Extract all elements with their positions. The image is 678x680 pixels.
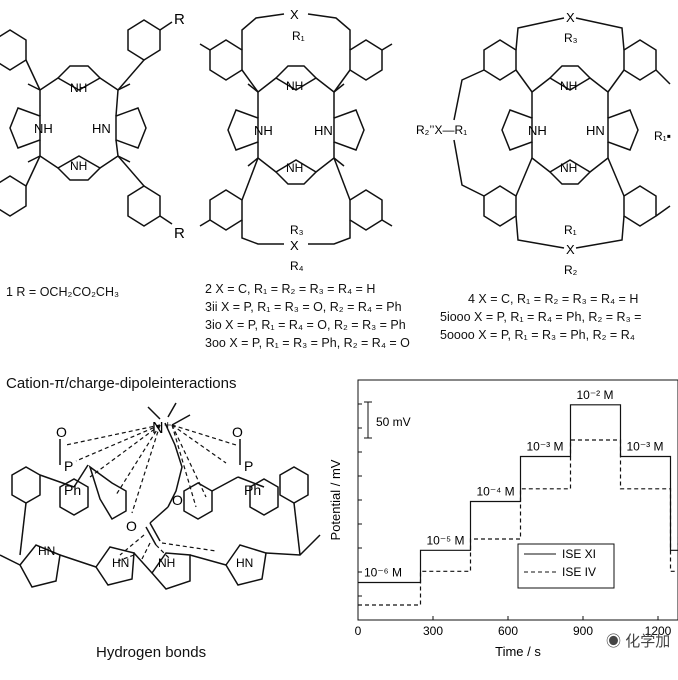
x-tick-label: 600 [498, 624, 518, 638]
nh-label-left: NH [34, 121, 53, 136]
x-top-4: X [566, 10, 575, 25]
p-left: P [64, 458, 73, 474]
nh-label-bottom: NH [70, 159, 87, 173]
y-axis-label: Potential / mV [328, 459, 343, 540]
caption-1: 1 R = OCH₂CO₂CH₃ [6, 285, 120, 299]
r-substituent-top: R [174, 11, 185, 28]
x-tick-label: 0 [355, 624, 362, 638]
caption-3io: 3io X = P, R₁ = R₄ = O, R₂ = R₃ = Ph [205, 318, 406, 332]
concentration-label: 10⁻² M [577, 388, 614, 402]
captions-2-3: 2 X = C, R₁ = R₂ = R₃ = R₄ = H 3ii X = P… [205, 280, 410, 352]
caption-5oooo: 5oooo X = P, R₁ = R₃ = Ph, R₂ = R₄ [440, 328, 635, 342]
potential-time-chart: 0 300 600 900 1200 50 mV 10⁻⁶ M 10⁻⁵ M 10⁻⁴ M 10⁻… [328, 379, 678, 659]
left-bridge-label: R₂’’X—R₁ [416, 123, 467, 137]
nh-bottom: NH [286, 161, 303, 175]
r2-bottom-4: R₂ [564, 263, 578, 277]
p-right: P [244, 458, 253, 474]
nh-complex-3: NH [158, 556, 175, 570]
x-tick-label: 900 [573, 624, 593, 638]
series-line-1 [358, 404, 678, 584]
carbonyl-o: O [126, 518, 137, 534]
hydrogen-bonds-caption: Hydrogen bonds [96, 644, 207, 661]
hn-complex-4: HN [236, 556, 253, 570]
host-guest-complex: N⁺ P P O O Ph Ph O O HN HN NH HN [0, 402, 321, 590]
right-bridge-label: R₁▪ [654, 129, 671, 143]
nh-label-top: NH [70, 81, 87, 95]
ph-right: Ph [244, 482, 261, 498]
captions-4-5: 4 X = C, R₁ = R₂ = R₃ = R₄ = H 5iooo X =… [440, 290, 641, 344]
r-substituent-bottom: R [174, 225, 185, 242]
legend-label: ISE XI [562, 547, 596, 561]
ph-left: Ph [64, 482, 81, 498]
r1-bottom-4: R₁ [564, 223, 577, 237]
hn-label-right: HN [92, 121, 111, 136]
r3-bottom: R₃ [290, 223, 304, 237]
nh-top: NH [286, 79, 303, 93]
wechat-icon: ◉ [606, 633, 622, 650]
ammonium-label: N⁺ [152, 420, 172, 437]
caption-2: 2 X = C, R₁ = R₂ = R₃ = R₄ = H [205, 282, 376, 296]
caption-3oo: 3oo X = P, R₁ = R₃ = Ph, R₂ = R₄ = O [205, 336, 410, 350]
watermark: ◉ 化学加 [606, 630, 670, 651]
concentration-label: 10⁻³ M [627, 440, 664, 454]
hn-right-4: HN [586, 123, 605, 138]
concentration-label: 10⁻⁵ M [427, 533, 465, 547]
x-bottom-4: X [566, 242, 575, 257]
x-tick-label: 1200 [645, 624, 672, 638]
hn-complex-2: HN [112, 556, 129, 570]
caption-5iooo: 5iooo X = P, R₁ = R₄ = Ph, R₂ = R₃ = [440, 310, 642, 324]
concentration-label: 10⁻⁵ M [677, 533, 678, 547]
x-bottom: X [290, 238, 299, 253]
nh-top-4: NH [560, 79, 577, 93]
scalebar-label: 50 mV [376, 415, 411, 429]
nh-bottom-4: NH [560, 161, 577, 175]
cation-pi-caption: Cation-π/charge-dipoleinteractions [6, 375, 237, 392]
concentration-label: 10⁻³ M [527, 440, 564, 454]
x-top: X [290, 7, 299, 22]
r4-bottom: R₄ [290, 259, 304, 273]
ether-o: O [172, 492, 183, 508]
hn-right: HN [314, 123, 333, 138]
o-right: O [232, 424, 243, 440]
concentration-label: 10⁻⁶ M [364, 566, 402, 580]
r1-top: R₁ [292, 29, 305, 43]
concentration-label: 10⁻⁴ M [477, 485, 515, 499]
nh-left-4: NH [528, 123, 547, 138]
calixpyrrole-2-structure: X R₁ R₃ X R₄ NH NH NH HN [199, 7, 393, 273]
o-left: O [56, 424, 67, 440]
nh-left: NH [254, 123, 273, 138]
hn-complex-1: HN [38, 544, 55, 558]
x-tick-label: 300 [423, 624, 443, 638]
x-axis-label: Time / s [495, 644, 541, 659]
caption-3ii: 3ii X = P, R₁ = R₃ = O, R₂ = R₄ = Ph [205, 300, 402, 314]
legend-label: ISE IV [562, 565, 596, 579]
watermark-text: 化学加 [625, 633, 671, 650]
caption-4: 4 X = C, R₁ = R₂ = R₃ = R₄ = H [468, 292, 639, 306]
porphyrinogen-1-structure: R R NH NH NH HN [0, 11, 185, 242]
calixpyrrole-4-5-structure: X R₃ R₁ X R₂ R₂’’X—R₁ R₁▪ NH NH NH HN [416, 10, 671, 277]
r3-top-4: R₃ [564, 31, 578, 45]
series-line-2 [358, 439, 678, 606]
legend-box [517, 543, 615, 589]
